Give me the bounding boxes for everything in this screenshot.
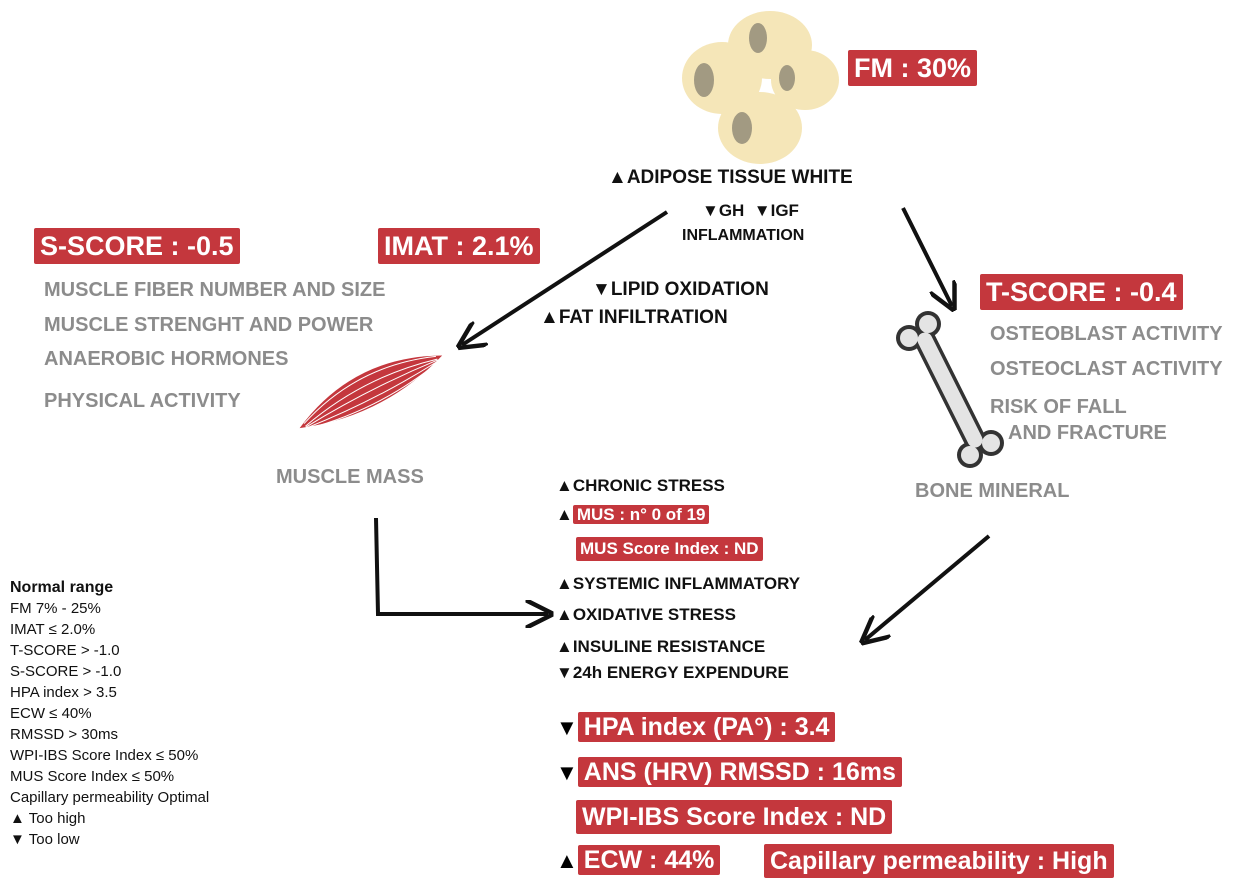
down-icon: ▼ <box>753 201 771 220</box>
lipid-oxidation: ▼LIPID OXIDATION <box>592 279 769 300</box>
bone-mineral-label: BONE MINERAL <box>915 480 1070 502</box>
up-icon: ▲ <box>556 637 573 656</box>
mus-badge: MUS : n° 0 of 19 <box>572 505 710 524</box>
legend-too-low: ▼ Too low <box>10 831 80 848</box>
legend-item: T-SCORE > -1.0 <box>10 642 120 659</box>
mus-score-badge: MUS Score Index : ND <box>576 537 763 561</box>
bone-item: OSTEOCLAST ACTIVITY <box>990 358 1223 380</box>
systemic-inflammatory: ▲SYSTEMIC INFLAMMATORY <box>556 574 801 593</box>
legend-item: IMAT ≤ 2.0% <box>10 621 96 638</box>
mus-row: ▲MUS : n° 0 of 19 <box>556 503 710 527</box>
down-icon: ▼ <box>556 715 578 740</box>
legend-too-high: ▲ Too high <box>10 810 86 827</box>
insulin-resistance: ▲INSULINE RESISTANCE <box>556 637 766 656</box>
down-icon: ▼ <box>556 760 578 785</box>
inflammation-label: INFLAMMATION <box>682 227 805 244</box>
legend-item: ECW ≤ 40% <box>10 705 92 722</box>
arrow-fat-to-bone <box>901 207 952 306</box>
muscle-item: ANAEROBIC HORMONES <box>44 348 289 370</box>
up-icon: ▲ <box>556 605 573 624</box>
normal-range-legend: Normal range FM 7% - 25% IMAT ≤ 2.0% T-S… <box>10 577 209 850</box>
energy-expenditure: ▼24h ENERGY EXPENDURE <box>556 663 789 682</box>
muscle-icon <box>299 355 443 430</box>
imat-badge: IMAT : 2.1% <box>378 228 540 264</box>
bone-icon <box>896 311 1004 468</box>
hormone-effects: ▼GH ▼IGF <box>702 201 799 220</box>
muscle-item: MUSCLE STRENGHT AND POWER <box>44 314 374 336</box>
s-score-badge: S-SCORE : -0.5 <box>34 228 240 264</box>
muscle-mass-label: MUSCLE MASS <box>276 466 424 488</box>
legend-item: WPI-IBS Score Index ≤ 50% <box>10 747 199 764</box>
muscle-item: MUSCLE FIBER NUMBER AND SIZE <box>44 279 386 301</box>
up-icon: ▲ <box>10 810 25 827</box>
t-score-badge: T-SCORE : -0.4 <box>980 274 1183 310</box>
ecw-badge: ECW : 44% <box>577 845 721 875</box>
arrow-muscle-to-center <box>374 517 548 614</box>
down-icon: ▼ <box>592 279 611 300</box>
hpa-row: ▼HPA index (PA°) : 3.4 <box>556 711 836 743</box>
wpi-badge: WPI-IBS Score Index : ND <box>576 800 893 834</box>
fm-badge: FM : 30% <box>848 50 978 86</box>
bone-item: OSTEOBLAST ACTIVITY <box>990 323 1223 345</box>
fat-cells-icon <box>682 11 839 164</box>
down-icon: ▼ <box>556 663 573 682</box>
ans-badge: ANS (HRV) RMSSD : 16ms <box>577 757 902 787</box>
ans-row: ▼ANS (HRV) RMSSD : 16ms <box>556 756 902 788</box>
bone-item: RISK OF FALL <box>990 396 1127 418</box>
ecw-row: ▲ECW : 44% <box>556 844 721 876</box>
arrow-bone-to-center <box>865 534 991 640</box>
legend-item: S-SCORE > -1.0 <box>10 663 122 680</box>
bone-item: AND FRACTURE <box>1008 422 1167 444</box>
up-icon: ▲ <box>540 307 559 328</box>
down-icon: ▼ <box>702 201 719 220</box>
up-icon: ▲ <box>556 574 573 593</box>
legend-item: HPA index > 3.5 <box>10 684 117 701</box>
chronic-stress: ▲CHRONIC STRESS <box>556 476 725 495</box>
legend-item: MUS Score Index ≤ 50% <box>10 768 175 785</box>
oxidative-stress: ▲OXIDATIVE STRESS <box>556 605 736 624</box>
fat-infiltration: ▲FAT INFILTRATION <box>540 307 728 328</box>
muscle-item: PHYSICAL ACTIVITY <box>44 390 241 412</box>
legend-item: RMSSD > 30ms <box>10 726 118 743</box>
up-icon: ▲ <box>556 848 578 873</box>
up-icon: ▲ <box>556 476 573 495</box>
legend-item: Capillary permeability Optimal <box>10 789 210 806</box>
up-icon: ▲ <box>556 505 573 524</box>
capillary-badge: Capillary permeability : High <box>764 844 1114 878</box>
down-icon: ▼ <box>10 831 25 848</box>
arrow-fat-to-muscle <box>462 210 669 345</box>
hpa-badge: HPA index (PA°) : 3.4 <box>577 712 836 742</box>
legend-item: FM 7% - 25% <box>10 600 101 617</box>
up-icon: ▲ <box>608 167 627 188</box>
adipose-title: ▲ADIPOSE TISSUE WHITE <box>608 167 853 188</box>
legend-title: Normal range <box>10 579 114 596</box>
